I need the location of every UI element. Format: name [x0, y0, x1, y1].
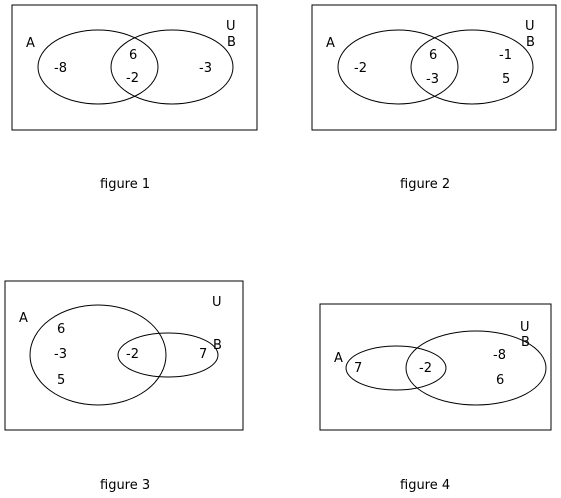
intersection-element: -2	[419, 361, 432, 376]
intersection-element: -2	[126, 347, 139, 362]
set-a-ellipse	[29, 304, 167, 406]
intersection-element: 6	[129, 48, 137, 63]
set-b-ellipse	[410, 29, 534, 105]
universe-box	[311, 4, 557, 131]
set-a-ellipse	[37, 29, 159, 105]
only-a-element: 6	[57, 322, 65, 337]
universe-box	[4, 280, 244, 431]
set-b-label: B	[526, 35, 535, 50]
universe-label: U	[212, 295, 222, 310]
set-b-label: B	[213, 338, 222, 353]
set-b-ellipse	[110, 29, 234, 105]
set-a-label: A	[334, 351, 343, 366]
only-a-element: 5	[57, 373, 65, 388]
universe-box	[319, 303, 552, 431]
only-b-element: -3	[199, 61, 212, 76]
figure-1: A U B -8 6 -2 -3 figure 1	[11, 4, 258, 192]
only-a-element: 7	[354, 361, 362, 376]
only-b-element: 6	[496, 373, 504, 388]
only-b-element: 5	[502, 72, 510, 87]
set-a-ellipse	[337, 29, 459, 105]
set-a-ellipse	[345, 345, 447, 391]
set-a-label: A	[19, 311, 28, 326]
only-a-element: -3	[54, 347, 67, 362]
figure-caption: figure 1	[100, 177, 150, 192]
universe-label: U	[525, 19, 535, 34]
universe-label: U	[520, 320, 530, 335]
only-a-element: -2	[354, 61, 367, 76]
only-a-element: -8	[54, 61, 67, 76]
figure-caption: figure 3	[100, 478, 150, 493]
set-b-ellipse	[117, 332, 219, 378]
set-b-ellipse	[405, 330, 547, 406]
only-b-element: 7	[199, 347, 207, 362]
only-b-element: -1	[499, 48, 512, 63]
figure-2: A U B -2 6 -3 -1 5 figure 2	[311, 4, 557, 192]
set-a-label: A	[326, 36, 335, 51]
universe-label: U	[226, 19, 236, 34]
figure-4: A U B 7 -2 -8 6 figure 4	[319, 303, 552, 493]
set-b-label: B	[227, 35, 236, 50]
figure-3: A U B 6 -3 5 -2 7 figure 3	[4, 280, 244, 493]
set-b-label: B	[521, 335, 530, 350]
intersection-element: -3	[426, 72, 439, 87]
intersection-element: -2	[126, 71, 139, 86]
universe-box	[11, 4, 258, 131]
only-b-element: -8	[493, 348, 506, 363]
figure-caption: figure 4	[400, 478, 450, 493]
figure-caption: figure 2	[400, 177, 450, 192]
set-a-label: A	[26, 36, 35, 51]
intersection-element: 6	[429, 48, 437, 63]
